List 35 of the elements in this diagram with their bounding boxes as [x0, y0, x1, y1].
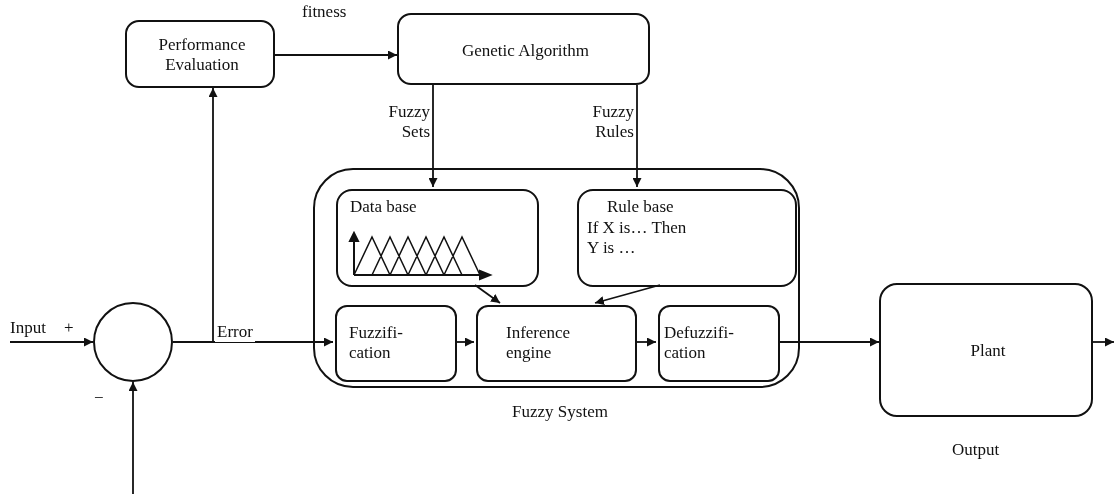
arrow	[128, 381, 138, 494]
arrow	[172, 87, 218, 343]
process-box	[335, 305, 457, 382]
node-label: Data base	[350, 197, 418, 217]
summing-junction-circle	[93, 302, 173, 382]
arrow	[428, 84, 438, 188]
process-box	[577, 189, 797, 287]
node-label: Inference engine	[506, 323, 572, 363]
node-label: Performance Evaluation	[157, 35, 247, 75]
plus-sign: +	[63, 318, 75, 338]
arrow	[632, 84, 642, 188]
edge-label: Fuzzy Sets	[387, 102, 431, 142]
output-label: Output	[951, 440, 1001, 460]
node-label: Rule base	[607, 197, 675, 217]
node-text: If X is… Then Y is …	[587, 218, 688, 258]
process-box	[125, 20, 275, 88]
arrow	[594, 284, 661, 305]
minus-sign: −	[93, 388, 105, 408]
arrow	[1092, 337, 1115, 347]
node-label: Defuzzifi- cation	[664, 323, 735, 363]
node-label: Plant	[969, 341, 1007, 361]
arrow	[274, 50, 398, 60]
node-label: Fuzzy System	[511, 402, 609, 422]
process-box	[336, 189, 539, 287]
arrow	[634, 337, 657, 347]
process-box	[658, 305, 780, 382]
arrow	[454, 337, 475, 347]
arrow	[777, 337, 880, 347]
edge-label: Fuzzy Rules	[591, 102, 635, 142]
arrow	[9, 337, 94, 347]
node-label: Genetic Algorithm	[461, 41, 590, 61]
process-box	[879, 283, 1093, 417]
process-box	[397, 13, 650, 85]
process-box	[476, 305, 637, 382]
node-label: Fuzzifi- cation	[349, 323, 404, 363]
